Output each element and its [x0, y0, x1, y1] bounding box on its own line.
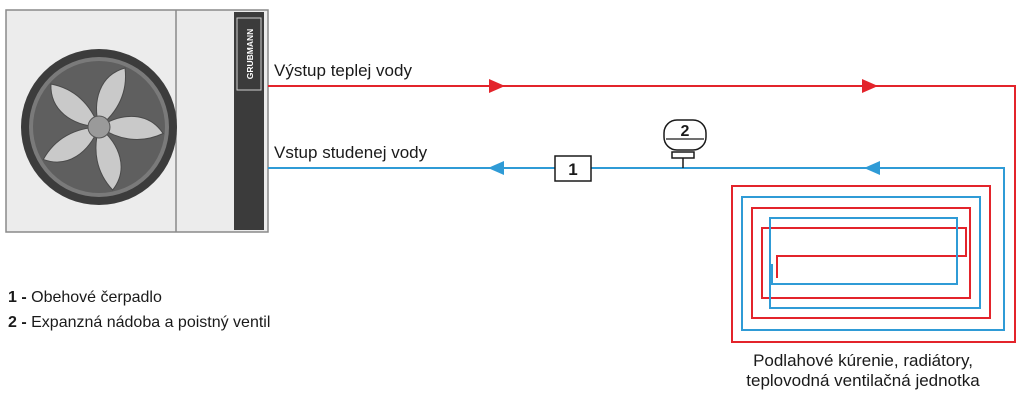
legend-text: Expanzná nádoba a poistný ventil	[31, 314, 271, 331]
caption-line-2: teplovodná ventilačná jednotka	[746, 371, 980, 390]
hot-flow-arrow-2	[862, 79, 878, 93]
cold-flow-arrow-2	[864, 161, 880, 175]
pump-number: 1	[568, 160, 577, 179]
hot-water-pipe	[268, 79, 1016, 343]
legend-text: Obehové čerpadlo	[31, 289, 162, 306]
consumer-caption: Podlahové kúrenie, radiátory, teplovodná…	[703, 351, 1023, 391]
expansion-vessel-symbol: 2	[663, 119, 707, 168]
cold-water-pipe	[268, 161, 1005, 331]
brand-logo: GRUBMANN	[245, 29, 255, 80]
expansion-number: 2	[681, 123, 690, 140]
cold-water-label: Vstup studenej vody	[274, 143, 428, 162]
heat-pump-unit: GRUBMANN	[5, 9, 269, 233]
hot-water-label: Výstup teplej vody	[274, 61, 412, 80]
circulation-pump-symbol: 1	[554, 155, 592, 182]
caption-line-1: Podlahové kúrenie, radiátory,	[753, 351, 973, 370]
legend-item-1: 1 - Obehové čerpadlo	[8, 289, 162, 307]
hot-flow-arrow-1	[489, 79, 505, 93]
cold-flow-arrow-1	[488, 161, 504, 175]
fan-icon	[21, 49, 177, 205]
legend-item-2: 2 - Expanzná nádoba a poistný ventil	[8, 314, 270, 332]
legend-number: 2 -	[8, 314, 27, 331]
legend-number: 1 -	[8, 289, 27, 306]
